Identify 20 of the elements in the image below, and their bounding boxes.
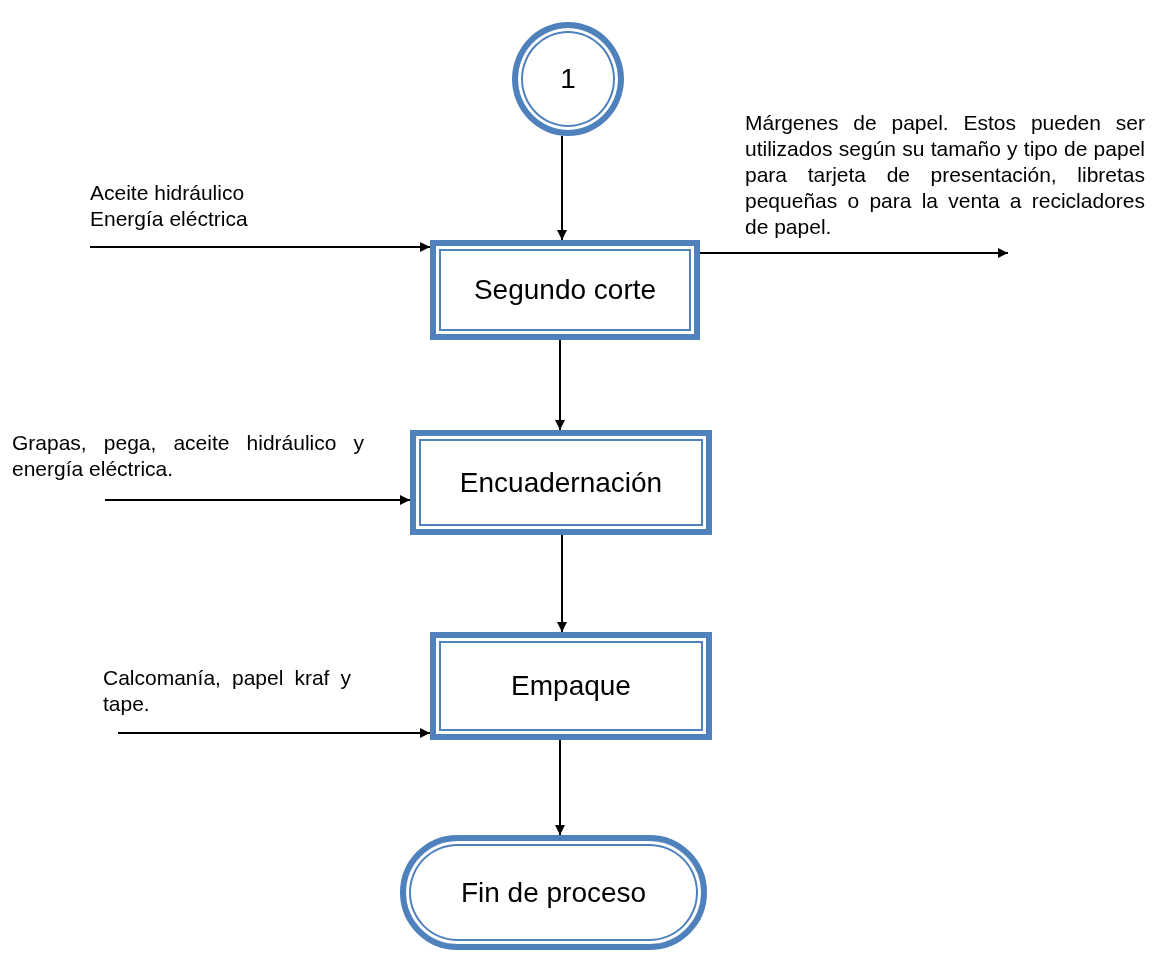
process-box: [430, 632, 712, 740]
process-box: [410, 430, 712, 535]
arrow: [117, 728, 431, 738]
arrow: [699, 248, 1009, 258]
edge-label: Márgenes de papel. Estos pueden ser utilizados según su tamaño y tipo de papel para tarjeta de presentación, libretas pequeñas o para la venta a recicladores de papel.: [745, 110, 1145, 240]
edge-label: Aceite hidráulico Energía eléctrica: [90, 180, 249, 232]
arrow: [555, 339, 565, 431]
arrow: [104, 495, 411, 505]
edge-label: Grapas, pega, aceite hidráulico y energía eléctrica.: [12, 430, 364, 482]
node-label: Encuadernación: [459, 466, 663, 499]
node-label: 1: [560, 63, 576, 95]
node-label: Fin de proceso: [460, 876, 647, 909]
arrow: [557, 135, 567, 241]
node-label: Segundo corte: [473, 274, 657, 306]
arrow: [555, 739, 565, 836]
node-label: Empaque: [511, 670, 631, 702]
edge-label: Calcomanía, papel kraf y tape.: [103, 665, 351, 717]
process-box: [430, 240, 700, 340]
arrow: [89, 242, 431, 252]
arrow: [557, 534, 567, 633]
